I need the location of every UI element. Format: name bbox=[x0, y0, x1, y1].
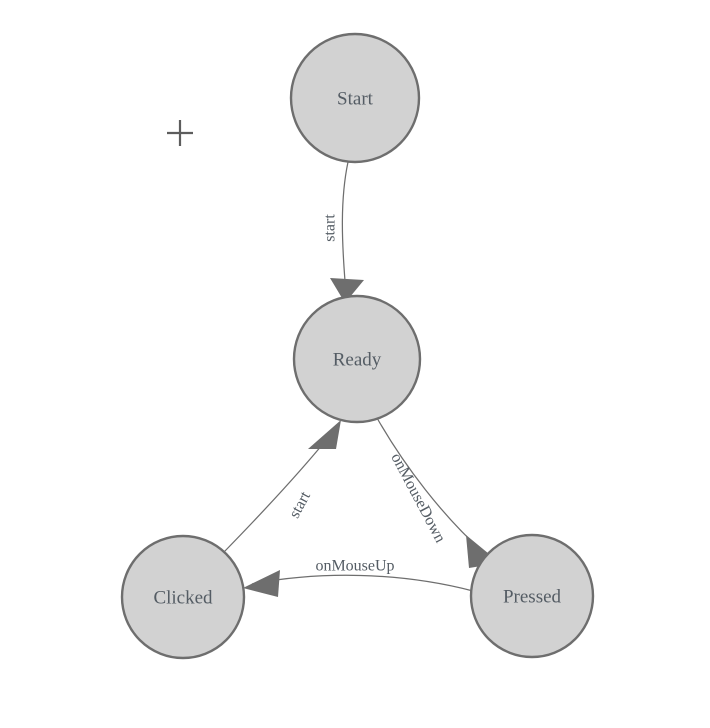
node-label-start: Start bbox=[337, 89, 374, 110]
edge-path-clicked-to-ready[interactable] bbox=[223, 438, 328, 553]
edge-pressed-to-clicked[interactable]: onMouseUp bbox=[243, 558, 474, 598]
node-circle-start[interactable] bbox=[289, 32, 421, 164]
node-clicked[interactable]: Clicked bbox=[120, 534, 246, 660]
edge-label-clicked-to-ready: start bbox=[286, 488, 314, 521]
arrowhead-into-ready-bottom bbox=[308, 420, 341, 449]
node-ready[interactable]: Ready bbox=[292, 294, 422, 424]
node-start[interactable]: Start bbox=[289, 32, 421, 164]
edge-path-start-to-ready[interactable] bbox=[341, 161, 349, 282]
edge-clicked-to-ready[interactable]: start bbox=[223, 420, 341, 553]
edge-label-pressed-to-clicked: onMouseUp bbox=[315, 558, 394, 575]
arrowhead-into-clicked bbox=[243, 570, 280, 597]
node-circle-clicked[interactable] bbox=[120, 534, 246, 660]
edge-label-start-to-ready: start bbox=[322, 214, 339, 242]
crosshair-icon bbox=[167, 120, 193, 146]
edge-path-pressed-to-clicked[interactable] bbox=[251, 574, 474, 592]
node-circle-pressed[interactable] bbox=[469, 533, 595, 659]
node-label-clicked: Clicked bbox=[153, 588, 213, 609]
node-label-pressed: Pressed bbox=[503, 587, 562, 608]
arrowhead-into-ready-top bbox=[330, 278, 364, 303]
edge-start-to-ready[interactable]: start bbox=[322, 161, 365, 303]
edge-ready-to-pressed[interactable]: onMouseDown bbox=[376, 417, 500, 568]
node-pressed[interactable]: Pressed bbox=[469, 533, 595, 659]
node-circle-ready[interactable] bbox=[292, 294, 422, 424]
edge-label-ready-to-pressed: onMouseDown bbox=[387, 450, 448, 545]
node-label-ready: Ready bbox=[333, 350, 382, 371]
